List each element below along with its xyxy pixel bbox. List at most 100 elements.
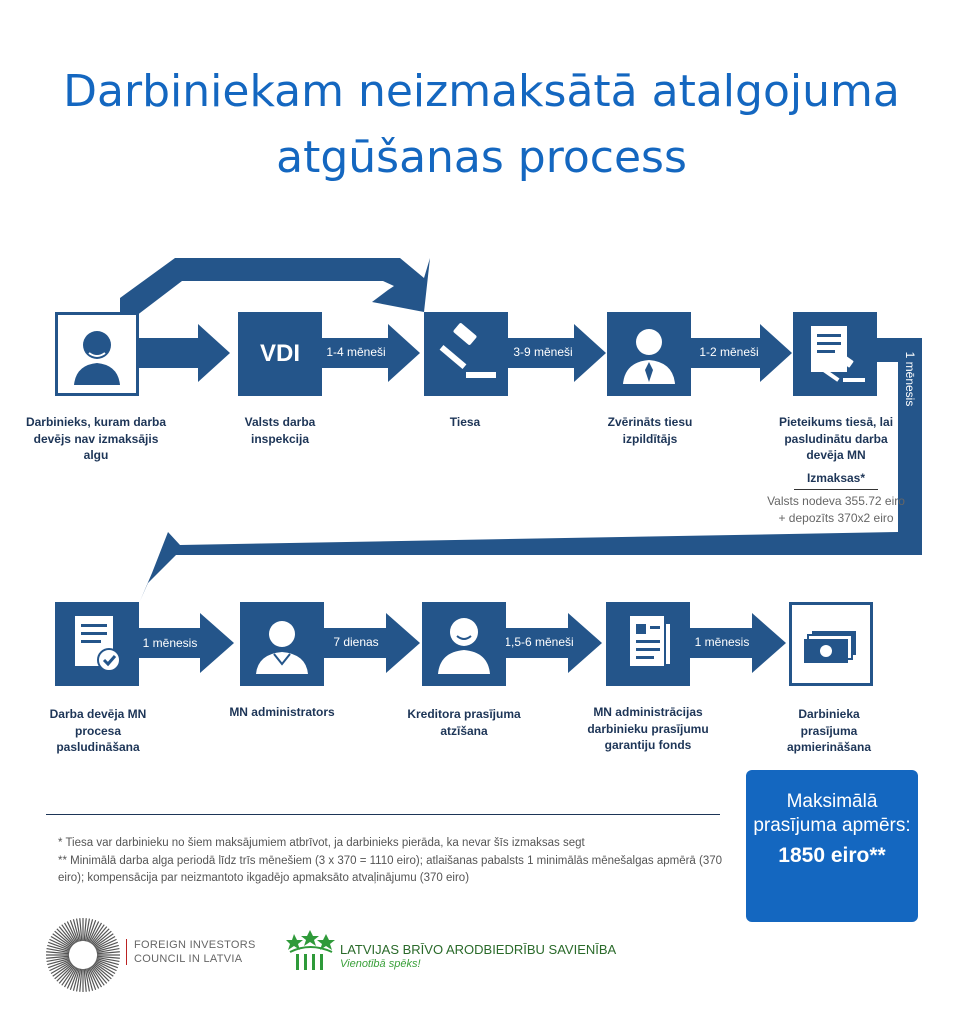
arrow-side-connector: [140, 338, 922, 601]
logo-ray: [49, 960, 71, 972]
arrow-fund-to-payout: [690, 613, 786, 673]
step-label-bailiff: Zvērināts tiesu izpildītājs: [607, 415, 693, 446]
logo-ray: [79, 918, 83, 942]
logo-ray: [94, 935, 116, 949]
costs-line2: + depozīts 370x2 eiro: [778, 511, 894, 525]
logo-ray: [61, 924, 76, 944]
lbas-slogan: Vienotībā spēks!: [340, 958, 421, 970]
arrow-label-7: 1 mēnesis: [694, 635, 750, 649]
logo-ray: [96, 956, 120, 963]
arrow-vdi-to-court: [322, 324, 420, 382]
logo-ray: [92, 928, 110, 946]
creditor-icon: [438, 618, 490, 674]
logo-ray: [89, 922, 103, 944]
step-label-admin: MN administrators: [229, 705, 335, 719]
logo-ray: [86, 968, 94, 991]
bailiff-icon: [623, 329, 675, 384]
logo-ray: [58, 965, 75, 984]
logo-ray: [66, 921, 78, 943]
arrow-label-2: 3-9 mēneši: [513, 345, 573, 359]
logo-ray: [93, 963, 112, 980]
payout-box: [789, 602, 873, 686]
application-box: [793, 312, 877, 396]
fund-document-icon: [630, 616, 670, 666]
logo-ray: [93, 930, 112, 947]
arrow-court-to-bailiff: [506, 324, 606, 382]
logo-ray: [96, 955, 120, 959]
logo-ray: [63, 966, 77, 988]
logo-ray: [87, 920, 97, 943]
logo-ray: [96, 947, 120, 954]
logo-ray: [91, 926, 108, 945]
logo-ray: [75, 968, 82, 992]
logo-ray: [83, 918, 87, 942]
logo-ray: [83, 968, 87, 992]
declaration-box: [55, 602, 139, 686]
logo-ray: [96, 951, 120, 955]
costs-divider: [794, 489, 878, 490]
step-label-creditor: Kreditora prasījuma atzīšana: [407, 707, 521, 738]
logo-ray: [95, 959, 118, 969]
fic-logo-icon: [46, 918, 120, 992]
page-title-line1: Darbiniekam neizmaksātā atalgojuma: [63, 66, 900, 117]
logo-ray: [50, 935, 72, 949]
creditor-box: [422, 602, 506, 686]
arrow-creditor-to-fund: [504, 613, 602, 673]
arrow-declaration-to-admin: [138, 613, 234, 673]
logo-ray: [95, 938, 117, 950]
logo-ray: [84, 918, 91, 942]
fic-logo-text: FOREIGN INVESTORS COUNCIL IN LATVIA: [134, 938, 256, 966]
arrow-worker-to-court: [120, 258, 430, 316]
logo-ray: [46, 947, 70, 954]
costs-heading: Izmaksas*: [806, 471, 866, 485]
logo-ray: [79, 968, 83, 992]
arrow-label-1: 1-4 mēneši: [326, 345, 386, 359]
logo-ray: [75, 918, 82, 942]
arrow-label-3: 1-2 mēneši: [699, 345, 759, 359]
logo-ray: [47, 944, 70, 952]
fic-line1: FOREIGN INVESTORS: [134, 939, 256, 951]
logo-ray: [92, 964, 110, 982]
logo-ray: [56, 928, 74, 946]
fic-logo-divider: [126, 939, 127, 965]
bailiff-box: [607, 312, 691, 396]
vdi-box: VDI: [238, 312, 322, 396]
page-title-line2: atgūšanas process: [276, 132, 687, 183]
lbas-name: LATVIJAS BRĪVO ARODBIEDRĪBU SAVIENĪBA: [340, 942, 617, 957]
max-claim-value: 1850 eiro**: [778, 844, 886, 867]
logo-ray: [63, 922, 77, 944]
arrow-label-5: 7 dienas: [333, 635, 379, 649]
logo-ray: [46, 955, 70, 959]
logo-ray: [48, 941, 71, 951]
logo-ray: [88, 967, 100, 989]
arrow-bailiff-to-application: [690, 324, 792, 382]
logo-ray: [90, 924, 105, 944]
vdi-icon: VDI: [259, 340, 300, 367]
arrow-label-4: 1 mēnesis: [142, 636, 198, 650]
max-claim-text: Maksimālā prasījuma apmērs:: [753, 791, 911, 836]
step-label-court: Tiesa: [449, 415, 481, 429]
step-label-fund: MN administrācijas darbinieku prasījumu …: [587, 705, 709, 752]
admin-box: [240, 602, 324, 686]
logo-ray: [90, 966, 105, 986]
lbas-logo-icon: [286, 930, 335, 970]
notes-divider: [46, 814, 720, 815]
logo-ray: [94, 933, 114, 948]
fund-box: [606, 602, 690, 686]
logo-ray: [72, 968, 80, 991]
court-box: [424, 312, 508, 396]
logo-ray: [95, 941, 118, 951]
max-claim-box: Maksimālā prasījuma apmērs: 1850 eiro**: [746, 770, 918, 922]
fic-line2: COUNCIL IN LATVIA: [134, 953, 243, 965]
logo-ray: [96, 944, 119, 952]
logo-ray: [54, 930, 73, 947]
logo-ray: [87, 967, 97, 990]
step-label-vdi: Valsts darba inspekcija: [244, 415, 316, 446]
logo-ray: [86, 919, 94, 942]
logo-ray: [69, 920, 79, 943]
logo-ray: [91, 965, 108, 984]
arrow-label-6: 1,5-6 mēneši: [504, 635, 574, 649]
logo-ray: [95, 960, 117, 972]
logo-ray: [72, 919, 80, 942]
